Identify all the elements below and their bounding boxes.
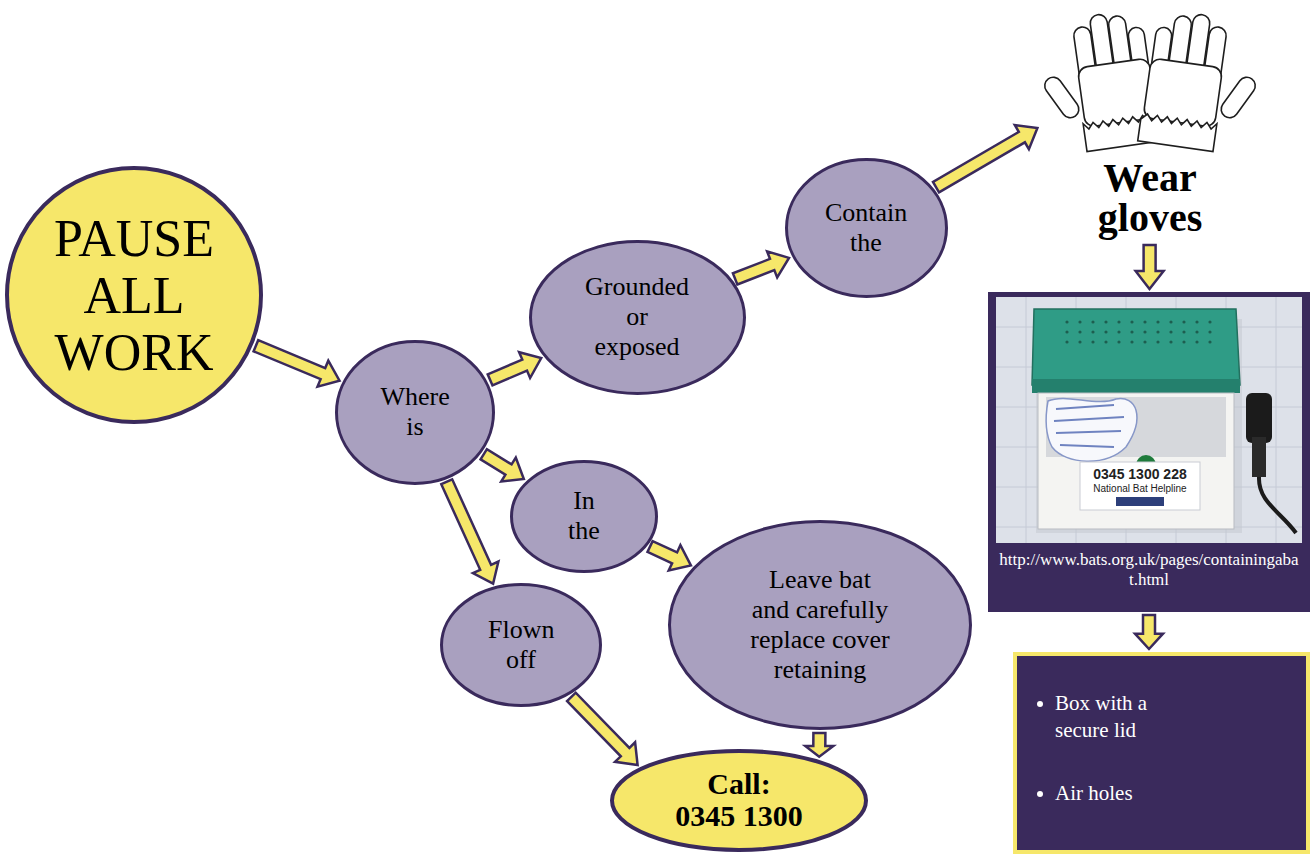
question-ellipse: Where is: [335, 340, 495, 485]
block-arrow: [481, 449, 524, 481]
helpline-box-photo: [996, 297, 1302, 543]
option-ellipse: In the: [510, 460, 658, 573]
block-arrow: [805, 733, 833, 757]
node-text: In the: [568, 486, 600, 546]
bullet-row: Box with a secure lid: [1033, 690, 1306, 744]
bullet-text: Air holes: [1055, 780, 1195, 807]
option-ellipse: Grounded or exposed: [529, 240, 746, 395]
node-text: Flown off: [488, 615, 554, 675]
node-text: Leave bat and carefully replace cover re…: [750, 565, 890, 685]
block-arrow: [733, 251, 789, 284]
ellipse-shape: [512, 461, 657, 571]
gloves-icon: [1040, 4, 1260, 154]
node-text: Call: 0345 1300: [675, 768, 803, 832]
ellipse-shape: [337, 341, 494, 483]
bullet-row: Air holes: [1033, 780, 1306, 807]
ellipse-shape: [7, 168, 261, 422]
node-text: Where is: [381, 382, 450, 442]
node-text: Contain the: [825, 198, 907, 258]
bullet-dot: [1037, 791, 1043, 797]
photo-label: National Bat Helpline: [1080, 483, 1200, 495]
checklist-box: Box with a secure lidAir holes: [1013, 652, 1310, 854]
ellipse-shape: [442, 585, 601, 706]
block-arrow: [1136, 245, 1164, 289]
step-ellipse: Leave bat and carefully replace cover re…: [668, 520, 972, 730]
bullet-dot: [1037, 701, 1043, 707]
ellipse-shape: [530, 241, 744, 393]
option-ellipse: Flown off: [440, 583, 602, 707]
start-circle: PAUSE ALL WORK: [5, 166, 263, 424]
helpline-ellipse: Call: 0345 1300: [610, 749, 868, 852]
block-arrow: [1135, 615, 1163, 649]
node-text: Wear gloves: [1090, 158, 1210, 238]
url-caption: http://www.bats.org.uk/pages/containinga…: [998, 550, 1300, 590]
block-arrow: [567, 693, 638, 765]
block-arrow: [933, 125, 1037, 192]
photo-label: 0345 1300 228: [1080, 466, 1200, 482]
block-arrow: [441, 479, 498, 583]
bullet-text: Box with a secure lid: [1055, 690, 1195, 744]
node-text: PAUSE ALL WORK: [54, 210, 214, 381]
block-arrow: [488, 352, 542, 385]
block-arrow: [254, 340, 340, 386]
ellipse-shape: [612, 751, 866, 850]
block-arrow: [648, 541, 691, 570]
node-text: Grounded or exposed: [585, 272, 689, 362]
photo-panel: http://www.bats.org.uk/pages/containinga…: [988, 292, 1310, 612]
ellipse-shape: [786, 160, 946, 297]
gloves-node: Wear gloves: [1040, 4, 1260, 242]
step-ellipse: Contain the: [785, 158, 948, 298]
ellipse-shape: [670, 522, 971, 729]
